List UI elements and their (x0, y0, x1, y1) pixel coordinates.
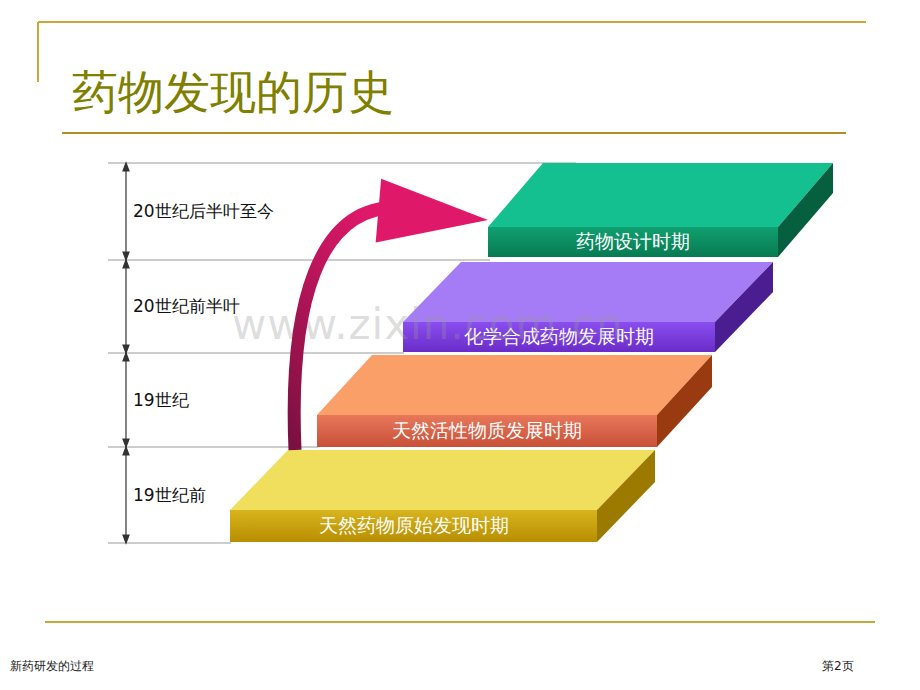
stair-slab: 药物设计时期 (488, 163, 833, 257)
slide-title: 药物发现的历史 (72, 62, 394, 124)
era-label: 19世纪 (133, 353, 189, 447)
slab-side (657, 355, 712, 447)
slab-side (597, 450, 655, 542)
stair-slab: 天然活性物质发展时期 (317, 355, 712, 447)
footer-rule (45, 621, 875, 623)
era-label: 20世纪前半叶 (133, 260, 240, 353)
slab-front (317, 415, 657, 447)
dimension-arrows (123, 163, 129, 543)
era-label: 19世纪前 (133, 447, 206, 543)
stair-slab: 天然药物原始发现时期 (230, 450, 655, 542)
side-rule (37, 22, 39, 82)
title-rule (62, 132, 846, 134)
page-number: 第2页 (822, 658, 854, 675)
slab-side (715, 262, 773, 352)
period-name: 药物设计时期 (488, 227, 778, 257)
watermark: www.zixin.com.cn (232, 300, 624, 349)
footer-text: 新药研发的过程 (10, 658, 94, 675)
top-rule (38, 21, 866, 23)
slab-top (317, 355, 712, 415)
slab-front (230, 510, 597, 542)
period-name: 天然药物原始发现时期 (230, 510, 597, 542)
slab-top (488, 163, 833, 227)
period-name: 天然活性物质发展时期 (317, 415, 657, 447)
arrow-head (376, 179, 488, 243)
era-label: 20世纪后半叶至今 (133, 163, 274, 260)
slab-side (778, 163, 833, 257)
slab-front (488, 227, 778, 257)
slab-top (230, 450, 655, 510)
